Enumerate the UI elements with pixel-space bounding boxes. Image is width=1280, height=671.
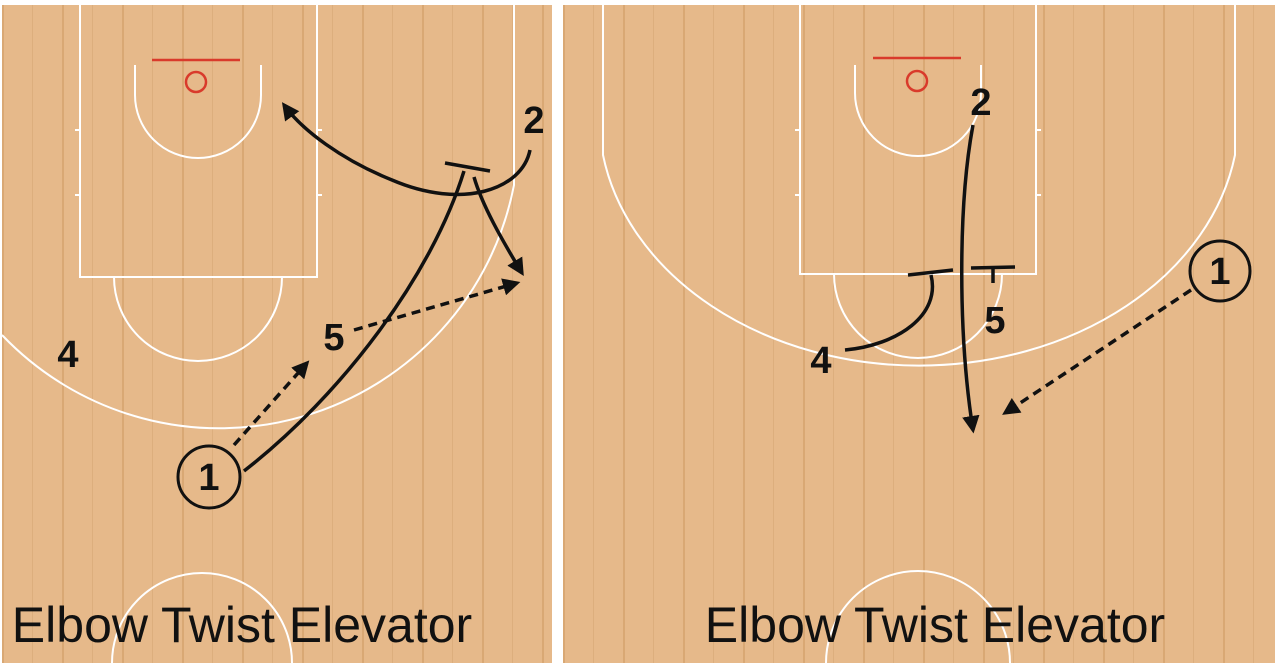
free-throw-circle (833, 273, 1003, 359)
action-lines (232, 102, 532, 473)
rim (184, 70, 208, 94)
player-5-label: 5 (323, 317, 344, 359)
player-4-label: 4 (810, 340, 831, 382)
hardwood-floor (563, 5, 1275, 663)
hardwood-floor (2, 5, 552, 663)
player-5-label: 5 (984, 300, 1005, 342)
screen-mark-4 (907, 268, 954, 277)
play-diagram-left: 1 2 4 5 Elbow Twist Elevator (2, 5, 552, 663)
player-1-ring (176, 444, 242, 510)
rim (905, 69, 929, 93)
play-diagram-right: 1 2 4 5 Elbow Twist Elevator (563, 5, 1275, 663)
screen-mark-5 (970, 265, 1016, 270)
center-circle (825, 570, 1011, 663)
three-point-line (602, 5, 1236, 367)
restricted-arc (854, 65, 982, 157)
player-4-label: 4 (57, 334, 78, 376)
court-right: 1 2 4 5 Elbow Twist Elevator (563, 5, 1275, 663)
cut-path-2 (960, 124, 980, 434)
center-circle (111, 572, 293, 663)
restricted-arc (134, 65, 262, 159)
cut-path-2 (281, 102, 532, 197)
action-lines (844, 124, 1192, 434)
screener-path-4 (844, 274, 935, 352)
pass-path-1 (232, 360, 310, 447)
free-throw-circle (113, 276, 283, 362)
player-1-label: 1 (1209, 251, 1230, 293)
pass-path-2 (353, 278, 521, 332)
cut-path-1 (242, 170, 466, 473)
pass-path (1002, 288, 1192, 415)
court-left: 1 2 4 5 Elbow Twist Elevator (2, 5, 552, 663)
player-1-label: 1 (198, 457, 219, 499)
court-markings (602, 5, 1236, 663)
player-2-label: 2 (970, 82, 991, 124)
diagram-caption: Elbow Twist Elevator (705, 597, 1165, 653)
screen-mark-top (444, 161, 491, 173)
player-2-label: 2 (523, 100, 544, 142)
player-1-ring (1188, 239, 1252, 303)
screener-roll-path (472, 176, 524, 276)
diagram-caption: Elbow Twist Elevator (12, 597, 472, 653)
